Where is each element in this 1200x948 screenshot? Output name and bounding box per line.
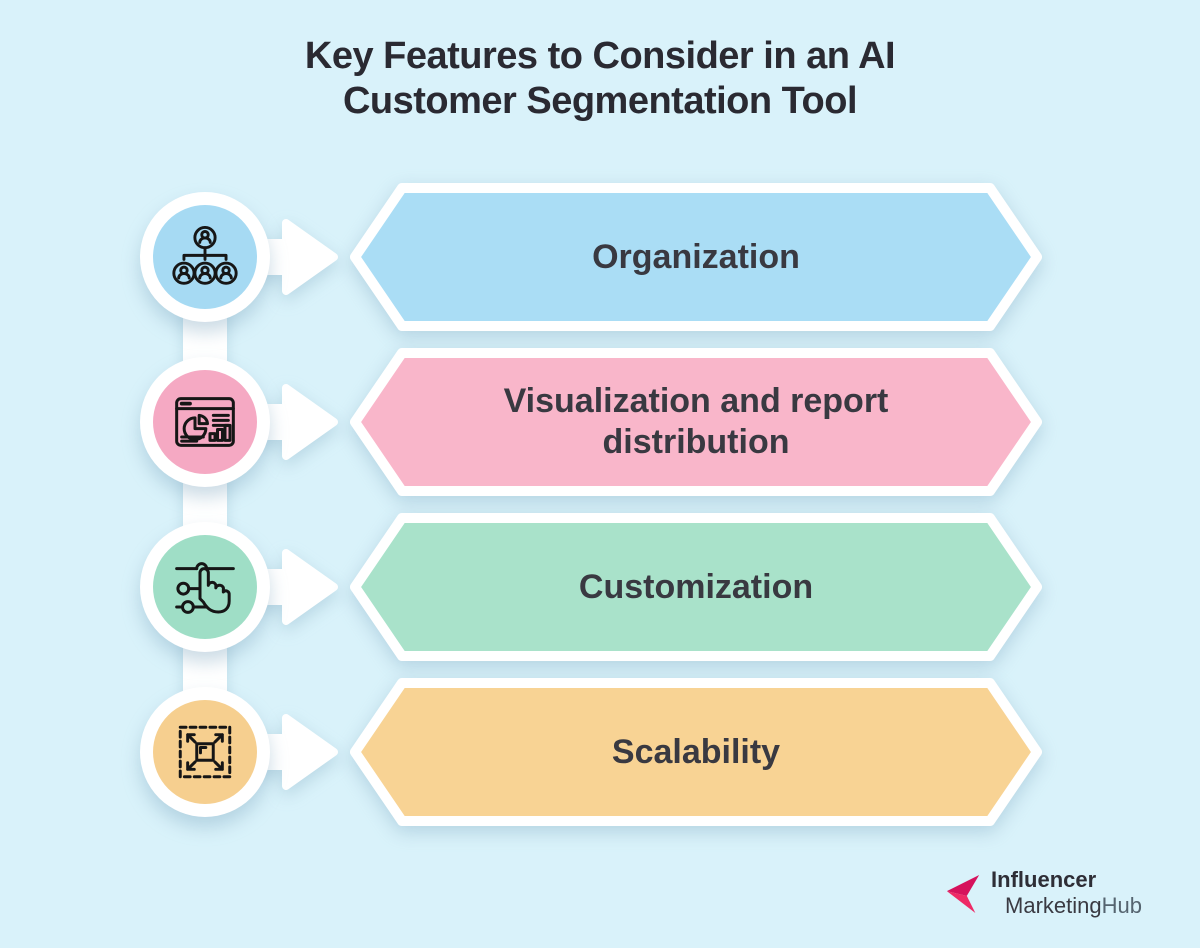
page-title-line2: Customer Segmentation Tool [342,79,858,122]
feature-banner: Visualization and report distribution [350,348,1042,496]
brand-logo-text: Influencer MarketingHub [991,867,1142,918]
feature-label: Customization [578,567,814,606]
feature-row-2: Visualization and report distribution [0,348,1200,496]
feature-icon-badge [140,522,270,652]
feature-row-1: Organization [0,183,1200,331]
feature-banner: Customization [350,513,1042,661]
feature-label: Visualization and report distribution [503,382,889,461]
feature-icon-badge [140,687,270,817]
sliders-hand-icon [170,555,240,619]
feature-icon-badge [140,357,270,487]
feature-banner: Scalability [350,678,1042,826]
org-hierarchy-icon [171,226,239,288]
logo-influencer-text: Influencer [991,867,1097,893]
logo-marketing-text: Marketing [1005,892,1102,918]
scale-expand-icon [172,719,238,785]
page-title: Key Features to Consider in an AI Custom… [0,34,1200,124]
brand-logo: Influencer MarketingHub [944,867,1142,918]
feature-label: Scalability [611,732,781,771]
feature-icon-badge [140,192,270,322]
brand-logo-mark-icon [946,875,980,914]
feature-row-3: Customization [0,513,1200,661]
feature-banner: Organization [350,183,1042,331]
logo-marketinghub-text: MarketingHub [1005,893,1142,918]
page-title-line1: Key Features to Consider in an AI [304,35,896,77]
dashboard-report-icon [170,390,240,454]
logo-hub-text: Hub [1101,892,1142,918]
feature-label: Organization [592,237,800,276]
feature-row-4: Scalability [0,678,1200,826]
